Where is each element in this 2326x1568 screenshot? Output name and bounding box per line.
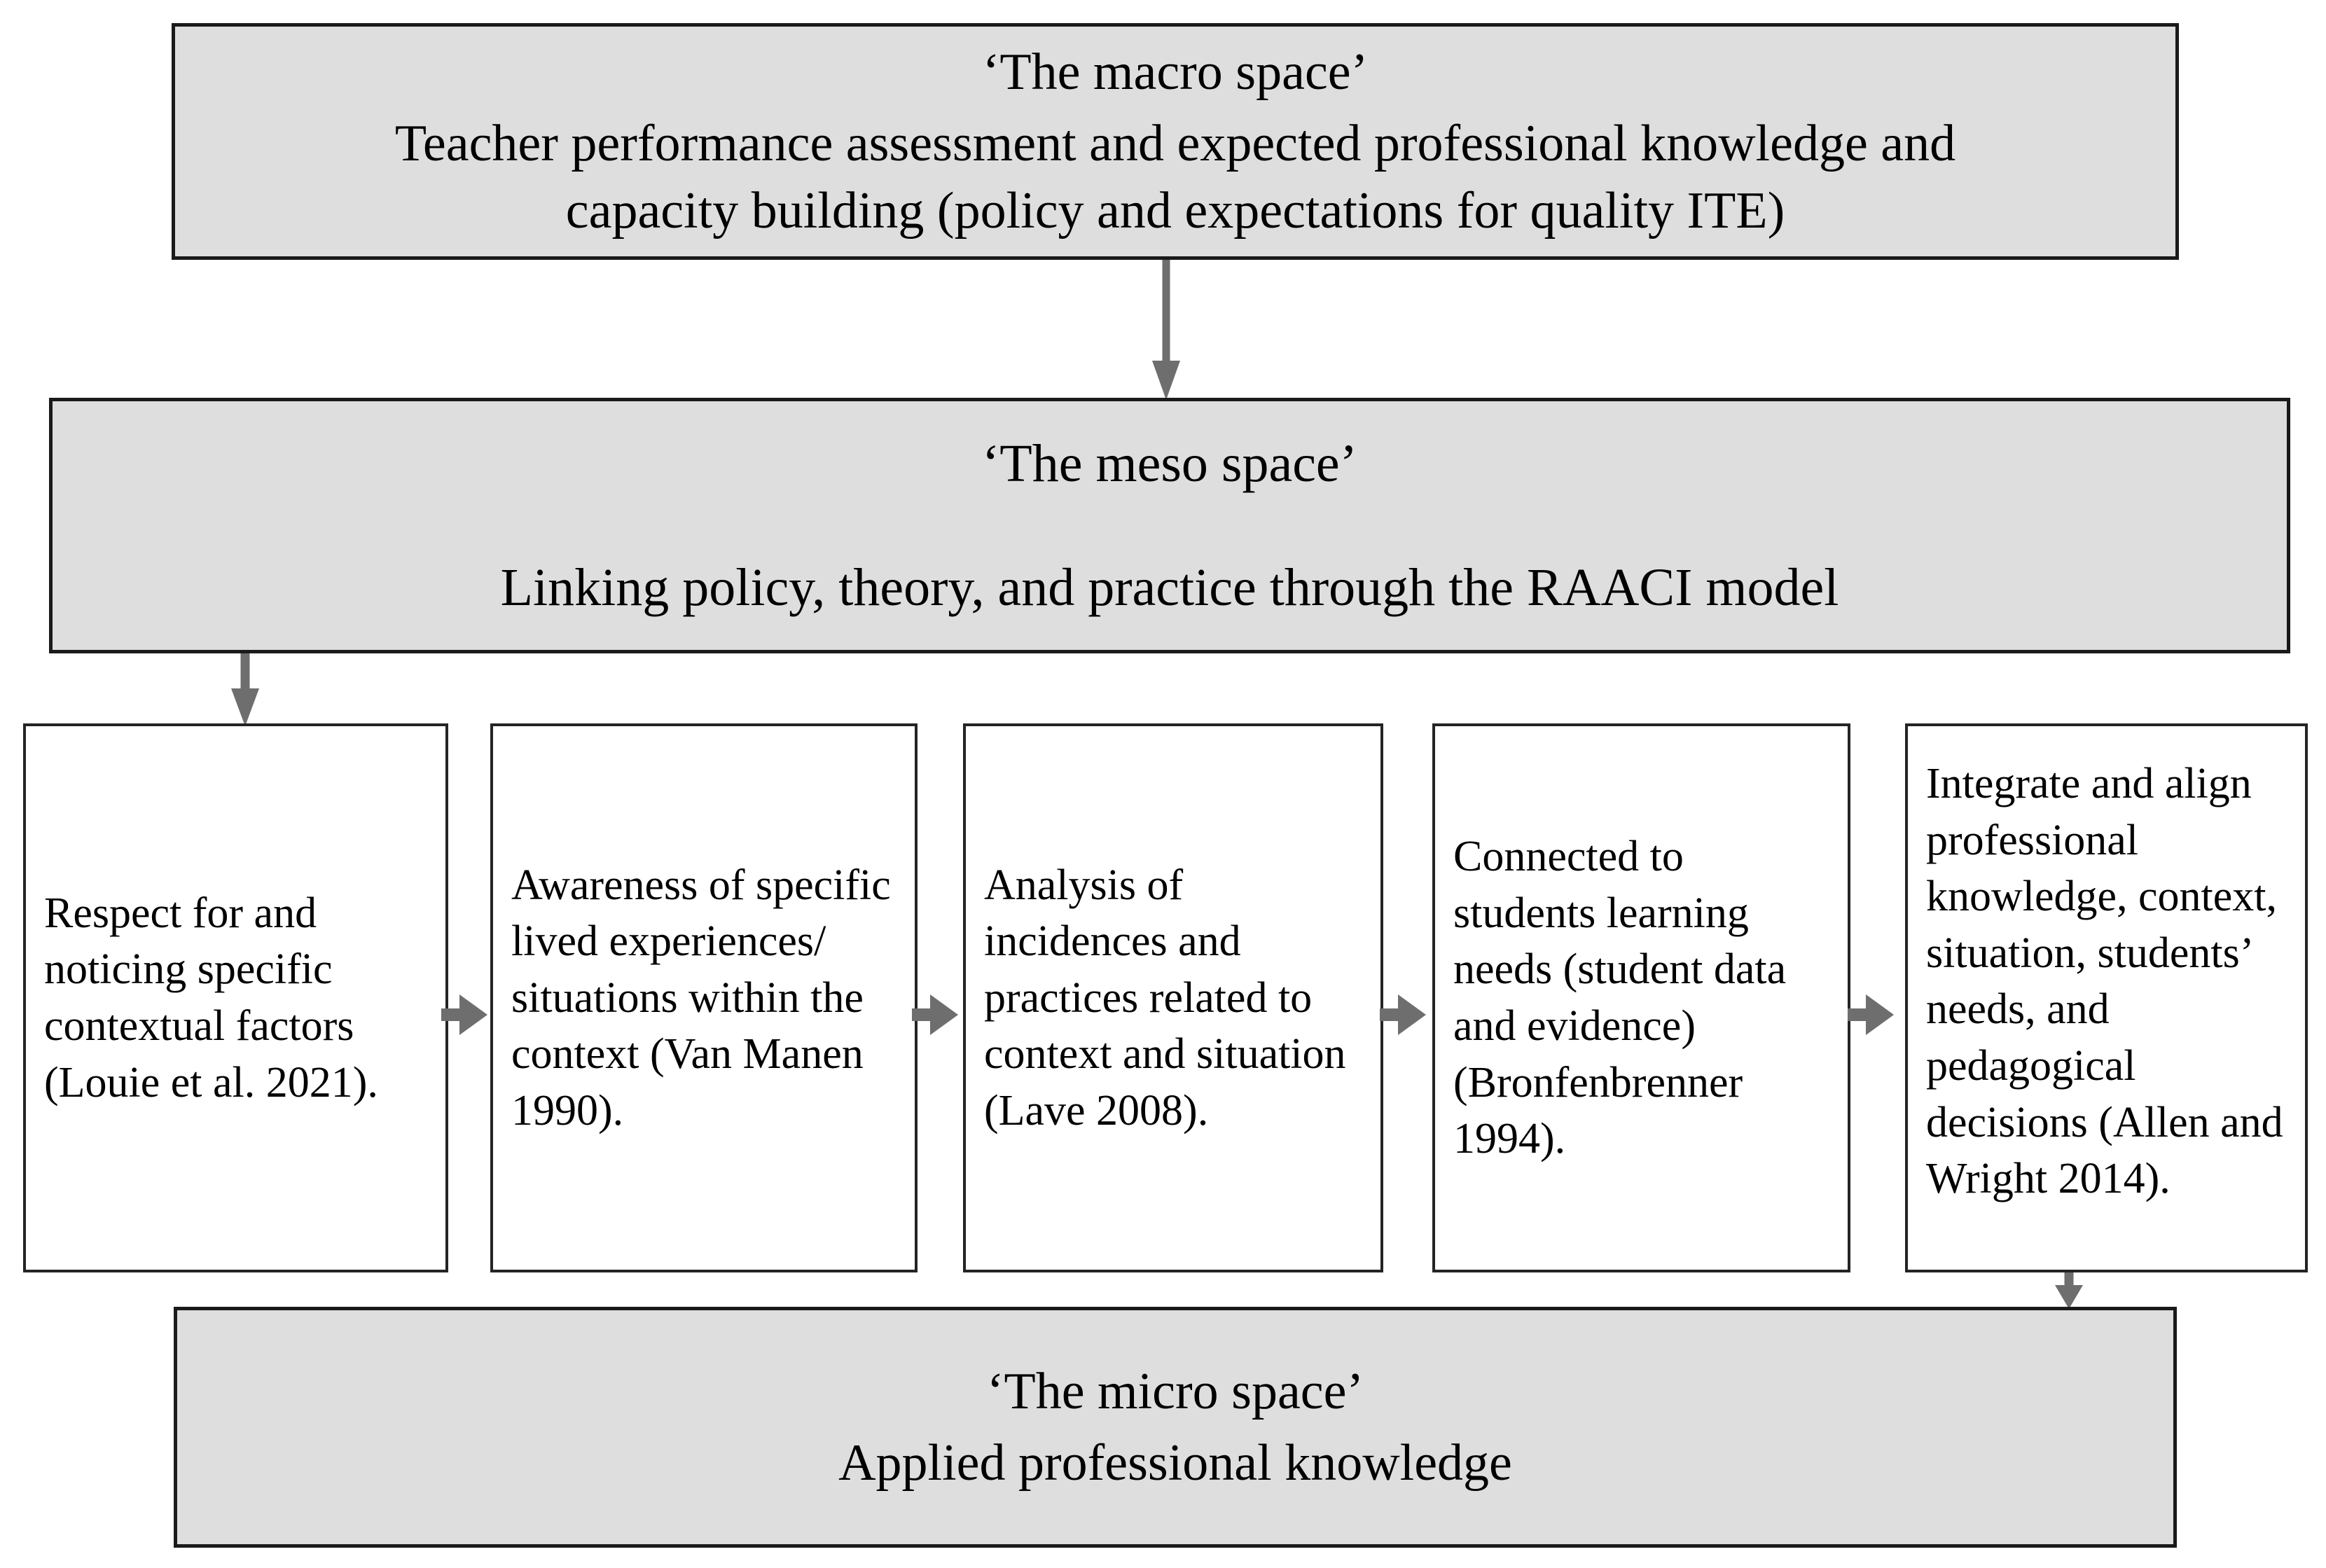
meso-space-subtitle: Linking policy, theory, and practice thr… bbox=[500, 557, 1839, 617]
raaci-card-integrate: Integrate and align professional knowled… bbox=[1905, 723, 2308, 1272]
raaci-card-text: Respect for and noticing specific contex… bbox=[44, 889, 378, 1106]
arrow-card-5-to-micro-icon bbox=[2055, 1272, 2083, 1309]
raaci-card-text: Integrate and align professional knowled… bbox=[1926, 760, 2283, 1203]
macro-space-heading: ‘The macro space’ bbox=[982, 43, 1369, 101]
arrow-meso-to-card-1-icon bbox=[231, 653, 259, 726]
raaci-card-text: Connected to students learning needs (st… bbox=[1453, 833, 1787, 1163]
macro-space-line-1: Teacher performance assessment and expec… bbox=[394, 114, 1956, 172]
arrow-macro-to-meso-icon bbox=[1152, 260, 1180, 400]
meso-space-box: ‘The meso space’ Linking policy, theory,… bbox=[49, 398, 2290, 653]
meso-space-heading: ‘The meso space’ bbox=[982, 433, 1357, 493]
micro-space-heading: ‘The micro space’ bbox=[986, 1362, 1364, 1420]
arrow-card-1-to-card-2-icon bbox=[441, 994, 487, 1035]
macro-space-line-2: capacity building (policy and expectatio… bbox=[565, 182, 1785, 240]
macro-space-box: ‘The macro space’ Teacher performance as… bbox=[172, 23, 2179, 260]
arrow-card-2-to-card-3-icon bbox=[912, 994, 958, 1035]
arrow-card-3-to-card-4-icon bbox=[1380, 994, 1426, 1035]
raaci-card-awareness: Awareness of specific lived experiences/… bbox=[490, 723, 918, 1272]
raaci-card-analysis: Analysis of incidences and practices rel… bbox=[963, 723, 1383, 1272]
raaci-card-respect: Respect for and noticing specific contex… bbox=[23, 723, 448, 1272]
raaci-card-text: Analysis of incidences and practices rel… bbox=[984, 861, 1346, 1135]
micro-space-subtitle: Applied professional knowledge bbox=[838, 1434, 1512, 1492]
raaci-card-connected: Connected to students learning needs (st… bbox=[1432, 723, 1850, 1272]
micro-space-box: ‘The micro space’ Applied professional k… bbox=[174, 1307, 2177, 1548]
arrow-card-4-to-card-5-icon bbox=[1848, 994, 1894, 1035]
raaci-card-text: Awareness of specific lived experiences/… bbox=[511, 861, 891, 1135]
